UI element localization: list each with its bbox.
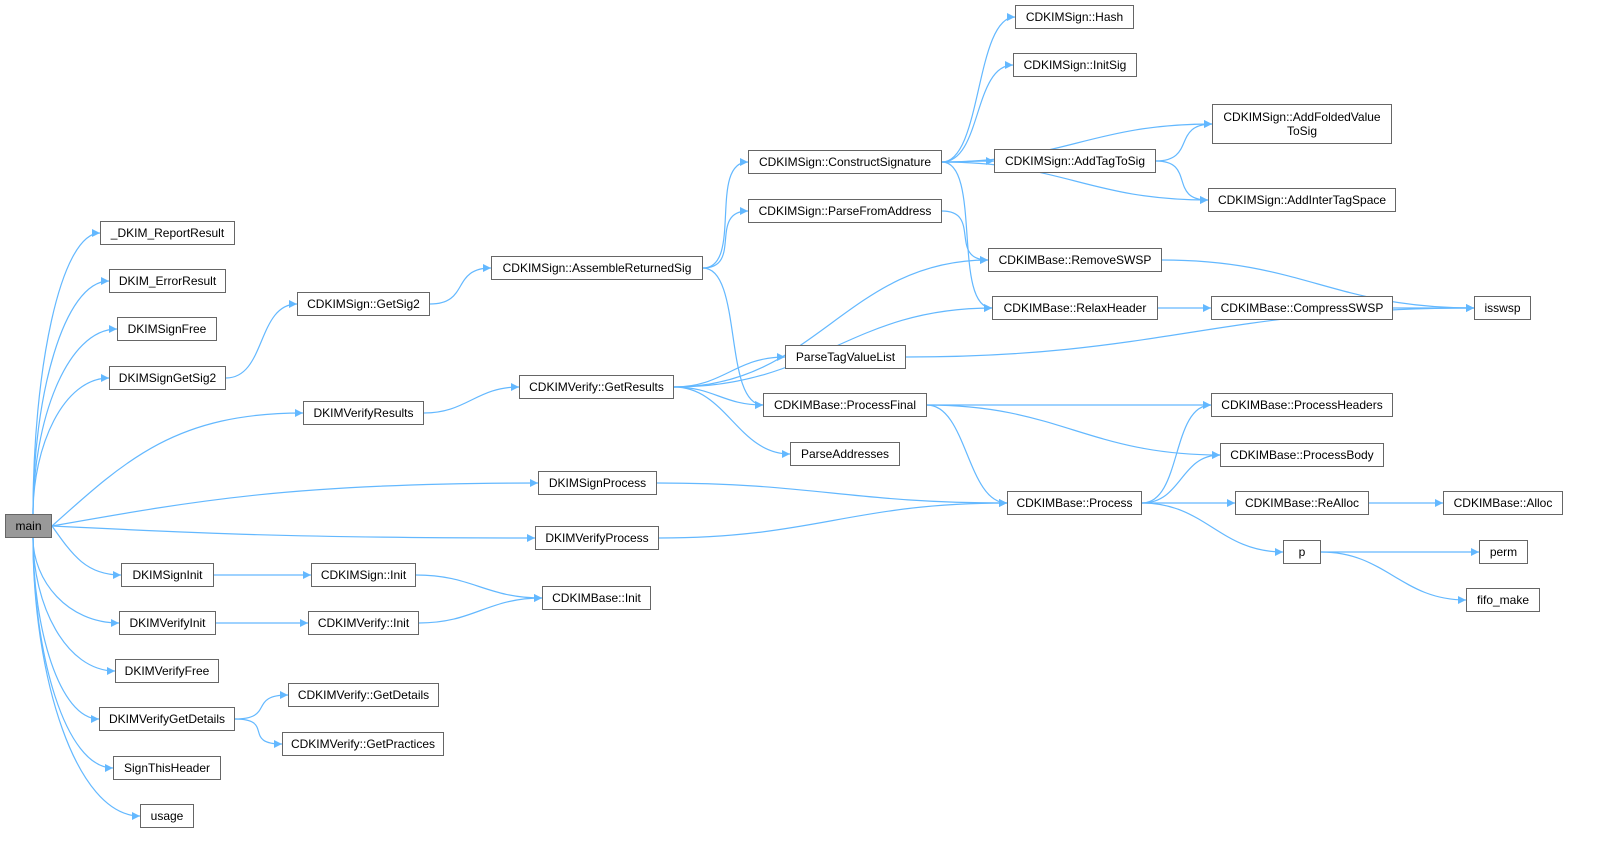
- graph-node-cs-addinter[interactable]: CDKIMSign::AddInterTagSpace: [1208, 188, 1396, 212]
- graph-node-isswsp[interactable]: isswsp: [1474, 296, 1531, 320]
- graph-node-signthisheader[interactable]: SignThisHeader: [113, 756, 221, 780]
- call-edge-verifyresults-to-cv_getresults: [423, 383, 520, 414]
- graph-node-cb-processfinal[interactable]: CDKIMBase::ProcessFinal: [763, 393, 927, 417]
- call-edge-signprocess-to-cb_process: [656, 482, 1008, 507]
- graph-node-cs-addfolded[interactable]: CDKIMSign::AddFoldedValue ToSig: [1212, 104, 1392, 144]
- graph-node-signinit[interactable]: DKIMSignInit: [121, 563, 214, 587]
- graph-node-cb-process[interactable]: CDKIMBase::Process: [1007, 491, 1142, 515]
- call-edge-cs_addtag-to-cs_addinter: [1155, 160, 1209, 204]
- graph-node-cs-construct[interactable]: CDKIMSign::ConstructSignature: [748, 150, 942, 174]
- call-edge-cv_init-to-cb_init: [418, 594, 543, 624]
- call-edge-cb_removeswsp-to-isswsp: [1161, 259, 1475, 312]
- call-edge-cs_construct-to-cs_addinter: [941, 161, 1209, 204]
- call-edge-cs_getsig2-to-cs_assemble: [429, 264, 492, 305]
- call-edge-cb_processfinal-to-cb_process: [926, 404, 1008, 507]
- graph-node-reportresult[interactable]: _DKIM_ReportResult: [100, 221, 235, 245]
- graph-node-parsetag[interactable]: ParseTagValueList: [785, 345, 906, 369]
- graph-node-verifyfree[interactable]: DKIMVerifyFree: [115, 659, 219, 683]
- call-edge-cv_getresults-to-parseaddresses: [673, 386, 791, 458]
- call-edge-cs_construct-to-cs_addfolded: [941, 120, 1213, 163]
- call-edge-signgetsig2-to-cs_getsig2: [225, 300, 298, 379]
- call-edge-main-to-verifyprocess: [51, 525, 536, 542]
- call-edge-cs_parsefrom-to-cb_removeswsp: [941, 210, 989, 264]
- call-edge-main-to-verifyresults: [51, 409, 304, 527]
- call-edge-cv_getresults-to-cb_processfinal: [673, 386, 764, 409]
- graph-node-cv-getdetails[interactable]: CDKIMVerify::GetDetails: [288, 683, 439, 707]
- graph-node-cv-init[interactable]: CDKIMVerify::Init: [308, 611, 419, 635]
- call-edge-verifygetdetails-to-cv_getdetails: [234, 691, 289, 720]
- call-edge-cb_process-to-cb_processbody: [1141, 451, 1221, 504]
- call-edge-p-to-fifo_make: [1320, 551, 1467, 604]
- graph-node-verifygetdetails[interactable]: DKIMVerifyGetDetails: [99, 707, 235, 731]
- call-edge-main-to-reportresult: [32, 229, 101, 515]
- graph-node-usage[interactable]: usage: [140, 804, 194, 828]
- graph-node-main[interactable]: main: [5, 514, 52, 538]
- graph-node-cv-getresults[interactable]: CDKIMVerify::GetResults: [519, 375, 674, 399]
- graph-node-cb-processbody[interactable]: CDKIMBase::ProcessBody: [1220, 443, 1384, 467]
- call-edge-cs_assemble-to-cs_parsefrom: [702, 207, 749, 269]
- graph-node-cs-hash[interactable]: CDKIMSign::Hash: [1015, 5, 1134, 29]
- call-edge-cb_process-to-p: [1141, 502, 1284, 556]
- graph-node-errorresult[interactable]: DKIM_ErrorResult: [109, 269, 226, 293]
- graph-node-cb-init[interactable]: CDKIMBase::Init: [542, 586, 651, 610]
- call-edge-cb_processfinal-to-cb_processbody: [926, 404, 1221, 459]
- call-edge-cs_assemble-to-cb_processfinal: [702, 267, 764, 409]
- call-edge-main-to-signgetsig2: [32, 374, 110, 515]
- call-edge-cs_construct-to-cs_hash: [941, 13, 1016, 163]
- graph-node-signgetsig2[interactable]: DKIMSignGetSig2: [109, 366, 226, 390]
- graph-node-verifyprocess[interactable]: DKIMVerifyProcess: [535, 526, 659, 550]
- graph-node-cs-init[interactable]: CDKIMSign::Init: [311, 563, 416, 587]
- graph-node-signfree[interactable]: DKIMSignFree: [117, 317, 217, 341]
- graph-node-signprocess[interactable]: DKIMSignProcess: [538, 471, 657, 495]
- graph-node-cb-relaxheader[interactable]: CDKIMBase::RelaxHeader: [992, 296, 1158, 320]
- call-edge-cs_assemble-to-cs_construct: [702, 158, 749, 269]
- call-edge-cv_getresults-to-parsetag: [673, 353, 786, 388]
- call-edge-main-to-verifyfree: [32, 537, 116, 675]
- graph-node-cs-addtag[interactable]: CDKIMSign::AddTagToSig: [994, 149, 1156, 173]
- graph-node-fifo-make[interactable]: fifo_make: [1466, 588, 1540, 612]
- call-edge-main-to-errorresult: [32, 277, 110, 515]
- call-edge-cs_addtag-to-cs_addfolded: [1155, 120, 1213, 162]
- graph-node-cs-assemble[interactable]: CDKIMSign::AssembleReturnedSig: [491, 256, 703, 280]
- graph-node-verifyinit[interactable]: DKIMVerifyInit: [119, 611, 216, 635]
- graph-node-cb-realloc[interactable]: CDKIMBase::ReAlloc: [1235, 491, 1369, 515]
- call-edge-cs_init-to-cb_init: [415, 574, 543, 602]
- graph-node-perm[interactable]: perm: [1479, 540, 1528, 564]
- call-edge-main-to-signprocess: [51, 479, 539, 527]
- graph-node-parseaddresses[interactable]: ParseAddresses: [790, 442, 900, 466]
- graph-node-cb-compressswsp[interactable]: CDKIMBase::CompressSWSP: [1211, 296, 1393, 320]
- graph-node-p[interactable]: p: [1283, 540, 1321, 564]
- call-edge-cs_construct-to-cs_initsig: [941, 61, 1014, 163]
- graph-node-cs-getsig2[interactable]: CDKIMSign::GetSig2: [297, 292, 430, 316]
- call-edge-main-to-verifyinit: [32, 537, 120, 627]
- call-edge-cs_construct-to-cb_relaxheader: [941, 161, 993, 312]
- graph-node-cb-processheaders[interactable]: CDKIMBase::ProcessHeaders: [1211, 393, 1393, 417]
- call-edge-main-to-verifygetdetails: [32, 537, 100, 723]
- graph-node-cs-initsig[interactable]: CDKIMSign::InitSig: [1013, 53, 1137, 77]
- call-edge-verifyprocess-to-cb_process: [658, 499, 1008, 539]
- call-edge-main-to-usage: [32, 537, 141, 820]
- call-edge-main-to-signinit: [51, 525, 122, 579]
- graph-node-cs-parsefrom[interactable]: CDKIMSign::ParseFromAddress: [748, 199, 942, 223]
- call-edge-main-to-signfree: [32, 325, 118, 515]
- call-edge-cv_getresults-to-cb_removeswsp: [673, 256, 989, 388]
- graph-node-cb-alloc[interactable]: CDKIMBase::Alloc: [1443, 491, 1563, 515]
- graph-node-cv-getpractices[interactable]: CDKIMVerify::GetPractices: [282, 732, 444, 756]
- call-edge-verifygetdetails-to-cv_getpractices: [234, 718, 283, 748]
- call-edge-cb_process-to-cb_processheaders: [1141, 401, 1212, 504]
- graph-node-verifyresults[interactable]: DKIMVerifyResults: [303, 401, 424, 425]
- graph-node-cb-removeswsp[interactable]: CDKIMBase::RemoveSWSP: [988, 248, 1162, 272]
